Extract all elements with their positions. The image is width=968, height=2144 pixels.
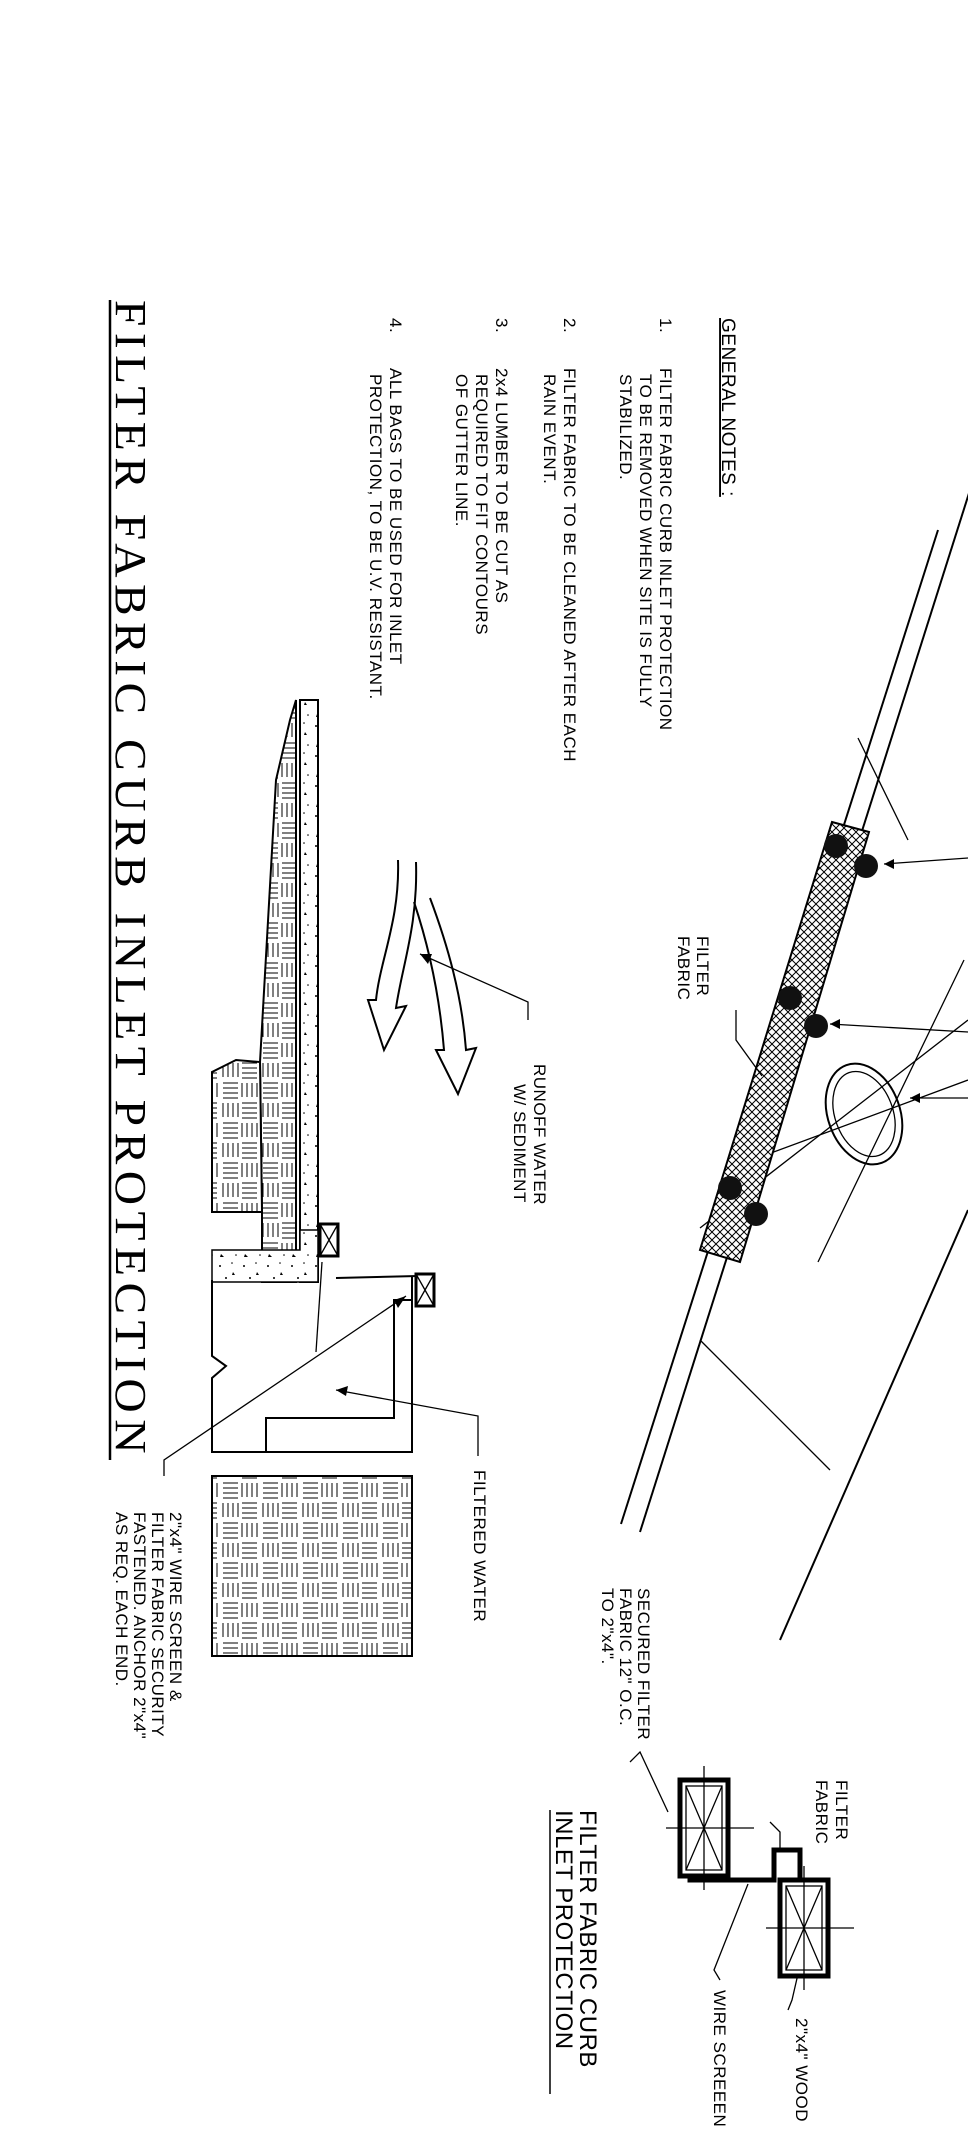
leader-arrow-head	[910, 1093, 920, 1103]
curb-concrete	[299, 699, 319, 1283]
detail-filter-fabric-label-1: FILTER	[832, 1780, 851, 1840]
runoff-arrow	[413, 897, 478, 1097]
note-number: 4.	[386, 318, 405, 333]
leader-line	[769, 1821, 781, 1850]
note-line: OF GUTTER LINE.	[452, 374, 471, 527]
leader-line	[163, 1295, 407, 1476]
detail-title-2: INLET PROTECTION	[550, 1810, 577, 2050]
wood-2x4-block	[666, 1766, 754, 1890]
manhole-cover	[824, 1062, 904, 1166]
wood-2x4-block	[766, 1866, 854, 1990]
manhole-inner-ring	[832, 1070, 896, 1158]
leader-arrow-head	[884, 859, 894, 869]
leader-arrow-head	[830, 1019, 840, 1029]
leader-line	[335, 1389, 479, 1456]
note-number: 3.	[492, 318, 511, 333]
grate-line	[735, 1079, 968, 1167]
detail-wood-label: 2"x4" WOOD	[792, 2018, 811, 2122]
detail-view: FILTER FABRIC 2"x4" WOOD WIRE SCREEEN SE…	[549, 1588, 854, 2127]
wood-2x4-block	[318, 1222, 340, 1258]
wire-screen-label-4: AS REQ. EACH END.	[112, 1512, 131, 1687]
note-number: 1.	[656, 318, 675, 333]
base-course	[258, 699, 297, 1283]
main-title-group: FILTER FABRIC CURB INLET PROTECTION	[106, 300, 155, 1460]
detail-secured-label-2: FABRIC 12" O.C.	[616, 1588, 635, 1726]
sand-bag	[824, 834, 878, 878]
fabric-screen	[335, 1275, 419, 1279]
leader-arrow-head	[336, 1386, 348, 1396]
detail-secured-label-3: TO 2"x4".	[598, 1588, 617, 1665]
leader-line	[787, 1973, 799, 2011]
sand-bag	[778, 986, 828, 1038]
leader-line	[735, 1010, 763, 1077]
filter-fabric-band	[698, 820, 871, 1264]
notes-heading: GENERAL NOTES :	[717, 318, 738, 497]
note-line: ALL BAGS TO BE USED FOR INLET	[386, 368, 405, 665]
plan-view: FILTER FABRIC	[620, 493, 968, 1641]
street-edge-line	[779, 1209, 968, 1641]
note-line: TO BE REMOVED WHEN SITE IS FULLY	[636, 374, 655, 708]
leader-line	[629, 1750, 669, 1813]
leader-line	[315, 1261, 323, 1353]
runoff-arrow	[366, 859, 418, 1053]
note-line: 2x4 LUMBER TO BE CUT AS	[492, 368, 511, 603]
sand-bag	[718, 1176, 768, 1226]
detail-fabric	[687, 1847, 803, 1883]
plan-filter-fabric-label-2: FABRIC	[674, 936, 693, 1000]
filtered-water-label: FILTERED WATER	[470, 1470, 489, 1622]
detail-wire-screen-label: WIRE SCREEEN	[710, 1990, 729, 2127]
section-view: RUNOFF WATER W/ SEDIMENT FILTERED WATER …	[112, 699, 549, 1739]
grate-line	[857, 737, 909, 841]
subgrade-upper	[211, 1058, 264, 1213]
main-title: FILTER FABRIC CURB INLET PROTECTION	[106, 300, 155, 1460]
wire-screen-label-2: FILTER FABRIC SECURITY	[148, 1512, 167, 1737]
fabric-screen-drop	[265, 1276, 413, 1452]
detail-secured-label-1: SECURED FILTER	[634, 1588, 653, 1740]
grate-line	[699, 1339, 831, 1471]
note-line: REQUIRED TO FIT CONTOURS	[472, 374, 491, 635]
leader-arrow-head	[394, 1296, 406, 1308]
detail-filter-fabric-label-2: FABRIC	[812, 1780, 831, 1844]
leader-arrow-head	[420, 954, 432, 964]
runoff-label-2: W/ SEDIMENT	[510, 1084, 529, 1203]
wire-screen-label-3: FASTENED. ANCHOR 2"x4"	[130, 1512, 149, 1739]
note-number: 2.	[560, 318, 579, 333]
grate-line	[817, 959, 965, 1263]
note-line: STABILIZED.	[616, 374, 635, 480]
note-line: FILTER FABRIC TO BE CLEANED AFTER EACH	[560, 368, 579, 762]
runoff-label-1: RUNOFF WATER	[530, 1064, 549, 1205]
leader-line	[419, 953, 529, 1020]
leader-line	[713, 1883, 749, 1981]
note-line: RAIN EVENT.	[540, 374, 559, 484]
inlet-box	[211, 1282, 413, 1453]
wood-2x4-block	[414, 1272, 436, 1308]
general-notes: GENERAL NOTES : 1. FILTER FABRIC CURB IN…	[366, 318, 738, 762]
note-line: PROTECTION, TO BE U.V. RESISTANT.	[366, 374, 385, 700]
detail-title-1: FILTER FABRIC CURB	[574, 1810, 601, 2068]
wire-screen-label-1: 2"x4" WIRE SCREEN &	[166, 1512, 185, 1702]
plan-filter-fabric-label-1: FILTER	[693, 936, 712, 996]
leader-arrow	[883, 857, 968, 865]
subgrade-lower	[211, 1475, 413, 1657]
note-line: FILTER FABRIC CURB INLET PROTECTION	[656, 368, 675, 731]
leader-arrow	[829, 1023, 968, 1033]
